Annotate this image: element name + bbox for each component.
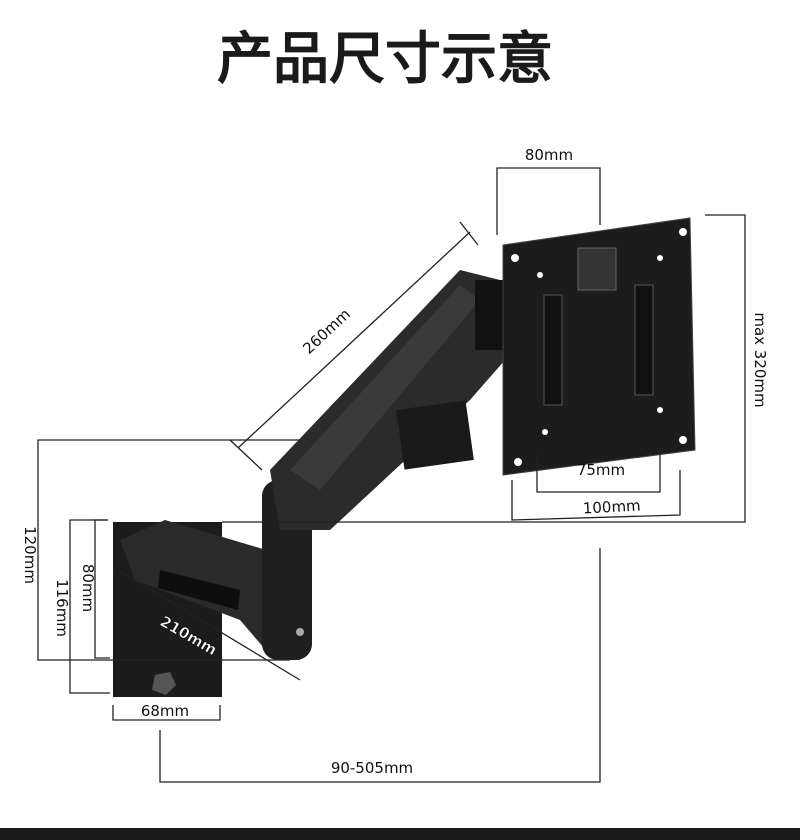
label-extension-range: 90-505mm	[331, 759, 413, 777]
dimension-lines	[37, 167, 746, 783]
label-max-height: max 320mm	[751, 312, 769, 407]
label-total-height: 120mm	[21, 526, 39, 584]
label-wall-plate-height: 116mm	[53, 579, 71, 637]
label-wall-plate-inner: 80mm	[79, 564, 97, 612]
label-vesa-top-width: 80mm	[525, 146, 573, 164]
vesa-plate	[502, 217, 696, 476]
vesa-holes	[511, 228, 687, 466]
label-vesa-75: 75mm	[577, 461, 625, 479]
joint-screw	[296, 628, 304, 636]
quick-release-tab	[577, 247, 617, 291]
lower-arm-slot	[158, 570, 240, 610]
bottom-bar	[0, 828, 800, 840]
page-title: 产品尺寸示意	[217, 27, 553, 92]
plate-slot-right	[634, 284, 654, 396]
monitor-arm	[113, 217, 696, 697]
label-arm-length: 260mm	[299, 305, 354, 358]
gas-spring	[396, 400, 474, 470]
upper-arm-highlight	[290, 285, 480, 490]
wall-bolt	[152, 672, 176, 695]
plate-slot-left	[543, 294, 563, 406]
label-vesa-100: 100mm	[582, 497, 641, 518]
label-wall-plate-width: 68mm	[141, 702, 189, 720]
